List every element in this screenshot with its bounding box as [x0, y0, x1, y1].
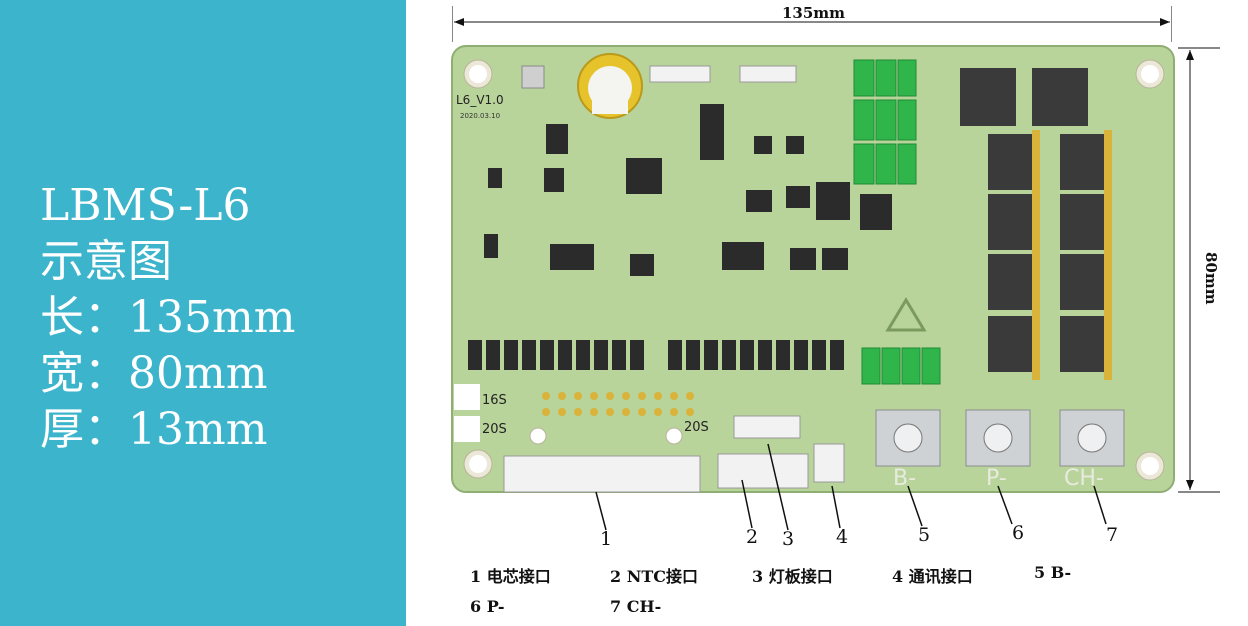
gold-pin-rows [542, 392, 694, 416]
legend-label: 电芯接口 [486, 567, 551, 586]
board-version: L6_V1.0 [456, 93, 504, 107]
terminal-p-minus [965, 409, 1031, 467]
legend-item-6: 6 P- [470, 597, 505, 616]
spec-text-block: LBMS-L6 示意图 长：135mm 宽：80mm 厚：13mm [40, 178, 295, 458]
ic-chips [484, 104, 892, 276]
legend-num: 4 [892, 567, 904, 586]
comm-connector [813, 443, 845, 483]
legend-item-1: 1 电芯接口 [470, 563, 551, 587]
label-20s-right: 20S [684, 420, 709, 435]
dimension-top: 135mm [451, 2, 1173, 42]
connector-jb2 [649, 65, 711, 83]
spec-thickness: 厚：13mm [40, 404, 268, 455]
board-date: 2020.03.10 [460, 112, 501, 120]
legend-label: B- [1050, 563, 1072, 582]
legend-item-4: 4 通讯接口 [892, 563, 973, 587]
switch-s1 [521, 65, 545, 89]
mounting-holes [463, 59, 1165, 481]
spec-side-panel: LBMS-L6 示意图 长：135mm 宽：80mm 厚：13mm [0, 0, 406, 626]
spec-width: 宽：80mm [40, 348, 268, 399]
legend-label: 灯板接口 [768, 567, 833, 586]
select-pad-20s [454, 416, 480, 442]
select-pad-16s [454, 384, 480, 410]
cell-connector [503, 455, 701, 493]
callout-5: 5 [918, 524, 931, 546]
pcb-board [451, 45, 1175, 493]
legend-item-5: 5 B- [1034, 563, 1071, 582]
legend-label: P- [486, 597, 505, 616]
dimension-right-lines [1178, 47, 1220, 493]
lightboard-connector [733, 415, 801, 439]
callout-7: 7 [1106, 524, 1119, 546]
connector-ja1 [739, 65, 797, 83]
dimension-right-label: 80mm [1202, 252, 1220, 305]
label-20s-left: 20S [482, 422, 507, 437]
green-pads [853, 59, 941, 385]
legend-num: 7 [610, 597, 622, 616]
spec-length: 长：135mm [40, 292, 296, 343]
ntc-connector [717, 453, 809, 489]
callout-1: 1 [600, 528, 613, 550]
legend-label: 通讯接口 [908, 567, 973, 586]
mosfet-array [960, 68, 1112, 380]
legend-num: 5 [1034, 563, 1046, 582]
coin-battery [577, 53, 643, 119]
legend-num: 6 [470, 597, 482, 616]
legend-label: NTC接口 [626, 567, 698, 586]
dimension-top-label: 135mm [782, 4, 846, 22]
esd-warning-icon [885, 297, 927, 332]
legend-num: 1 [470, 567, 482, 586]
balance-resistor-row [468, 340, 844, 370]
terminal-b-minus [875, 409, 941, 467]
callout-2: 2 [746, 526, 759, 548]
label-ch-minus: CH- [1064, 466, 1104, 491]
legend-item-3: 3 灯板接口 [752, 563, 833, 587]
legend-item-2: 2 NTC接口 [610, 563, 698, 587]
spec-model: LBMS-L6 [40, 180, 251, 231]
dimension-right: 80mm [1178, 46, 1248, 496]
label-p-minus: P- [986, 466, 1007, 491]
legend-item-7: 7 CH- [610, 597, 661, 616]
callout-3: 3 [782, 528, 795, 550]
legend-num: 3 [752, 567, 764, 586]
legend-num: 2 [610, 567, 622, 586]
label-16s: 16S [482, 393, 507, 408]
label-b-minus: B- [893, 466, 917, 491]
callout-6: 6 [1012, 522, 1025, 544]
terminal-ch-minus [1059, 409, 1125, 467]
callout-4: 4 [836, 526, 849, 548]
spec-subtitle: 示意图 [40, 236, 172, 287]
legend-label: CH- [626, 597, 662, 616]
callout-leaders [595, 443, 1107, 531]
